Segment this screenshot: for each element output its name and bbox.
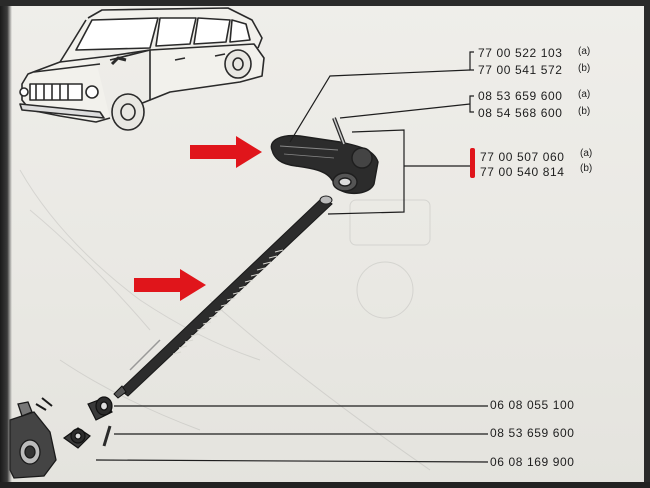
- bracket-left: [9, 397, 57, 479]
- part-number-2a: 08 53 659 600: [478, 89, 563, 103]
- nut: [62, 427, 91, 449]
- frame-right-edge: [644, 0, 650, 488]
- ghost-background: [19, 169, 431, 471]
- variant-b-label: (b): [578, 106, 591, 117]
- variant-a-label: (a): [578, 89, 591, 100]
- frame-top-edge: [0, 0, 650, 6]
- crank-shaft: [113, 195, 333, 399]
- frame-bottom-edge: [0, 482, 650, 488]
- part-number-3a: 77 00 507 060: [480, 150, 565, 164]
- bushing: [87, 396, 113, 421]
- part-number-1a: 77 00 522 103: [478, 46, 563, 60]
- frame-left-edge: [0, 0, 12, 488]
- part-number-bushing: 06 08 055 100: [490, 398, 575, 412]
- part-number-3b: 77 00 540 814: [480, 165, 565, 179]
- small-pin: [102, 425, 112, 447]
- red-arrow-right-icon: [190, 136, 262, 168]
- variant-a-label: (a): [578, 46, 591, 57]
- leader-lines: [95, 51, 489, 463]
- crank-handle: [270, 117, 379, 195]
- part-number-1b: 77 00 541 572: [478, 63, 563, 77]
- variant-b-label: (b): [580, 163, 593, 174]
- car-illustration: [19, 7, 265, 131]
- part-number-nut: 06 08 169 900: [490, 455, 575, 469]
- part-number-2b: 08 54 568 600: [478, 106, 563, 120]
- highlight-marker: [470, 148, 475, 178]
- variant-b-label: (b): [578, 63, 591, 74]
- variant-a-label: (a): [580, 148, 593, 159]
- red-arrow-right-icon: [134, 269, 206, 301]
- part-number-pin: 08 53 659 600: [490, 426, 575, 440]
